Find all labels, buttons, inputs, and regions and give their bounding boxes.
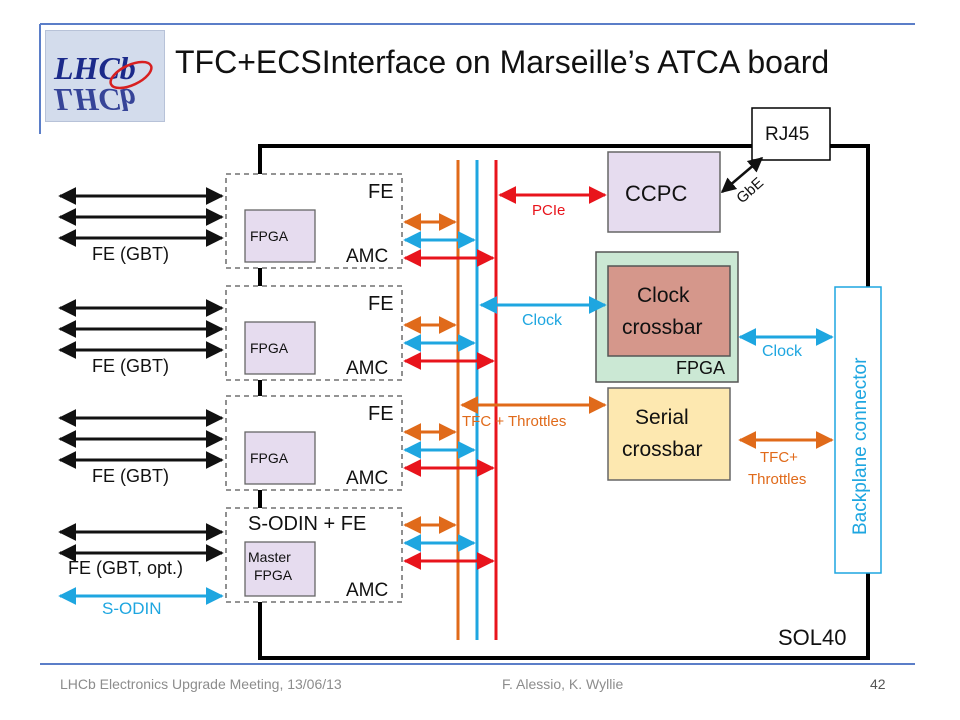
tfc-backplane-label-line2: Throttles [748,471,806,488]
tfc-backplane-label-line1: TFC+ [760,449,798,466]
fpga-block-label: FPGA [676,358,725,378]
fe-link-label: FE (GBT) [92,356,169,376]
footer-meeting: LHCb Electronics Upgrade Meeting, 13/06/… [60,676,342,692]
amc-fpga-box [244,321,316,375]
amc-master-fpga-box [244,541,316,597]
clock-crossbar-label-line1: Clock [637,284,690,307]
clock-crossbar-box [607,265,731,357]
sol40-label: SOL40 [778,625,847,650]
fe-link-label: FE (GBT) [92,466,169,486]
amc-bottom-label: AMC [346,580,388,601]
slide-title: TFC+ECSInterface on Marseille’s ATCA boa… [175,44,830,80]
clock-label: Clock [522,312,563,329]
serial-crossbar-label-line1: Serial [635,406,689,429]
clock-backplane-label: Clock [762,343,803,360]
amc-bottom-label: AMC [346,468,388,489]
ccpc-label: CCPC [625,181,687,206]
amc-top-label: FE [368,403,394,425]
amc-bottom-label: AMC [346,246,388,267]
fe-link-label: FE (GBT, opt.) [68,558,183,578]
fe-link-label: FE (GBT) [92,244,169,264]
amc-fpga-label-line1: Master [248,549,291,565]
amc-top-label: FE [368,181,394,203]
amc-fpga-label: FPGA [250,228,289,244]
amc-module: FPGA FE AMC FE (GBT) [58,173,495,269]
amc-module: FPGA FE AMC FE (GBT) [58,285,495,381]
amc-module: FPGA FE AMC FE (GBT) [58,395,495,491]
amc-fpga-box [244,209,316,263]
amc-bottom-label: AMC [346,358,388,379]
sodin-link-label: S-ODIN [102,599,162,618]
amc-top-label: FE [368,293,394,315]
lhcb-logo-graphic: LHCb LHCb [53,50,153,118]
lhcb-logo-ring [109,60,153,90]
clock-crossbar-label-line2: crossbar [622,316,703,339]
amc-top-label: S-ODIN + FE [248,513,366,535]
tfc-throttles-label: TFC + Throttles [462,413,566,430]
amc-fpga-label: FPGA [250,450,289,466]
backplane-connector-box [834,286,882,574]
lhcb-logo: LHCb LHCb [45,30,165,122]
page-number: 42 [870,676,886,692]
rj45-label: RJ45 [765,124,809,145]
amc-fpga-box [244,431,316,485]
backplane-connector-label: Backplane connector [850,357,871,535]
amc-fpga-label: FPGA [250,340,289,356]
serial-crossbar-label-line2: crossbar [622,438,703,461]
serial-crossbar-box [607,387,731,481]
gbe-link [720,157,764,193]
ccpc-box [607,151,721,233]
pcie-label: PCIe [532,202,565,219]
footer-authors: F. Alessio, K. Wyllie [502,676,624,692]
rj45-box [751,107,831,161]
amc-fpga-label-line2: FPGA [254,567,293,583]
amc-module: Master FPGA S-ODIN + FE AMC FE (GBT, opt… [58,507,495,618]
